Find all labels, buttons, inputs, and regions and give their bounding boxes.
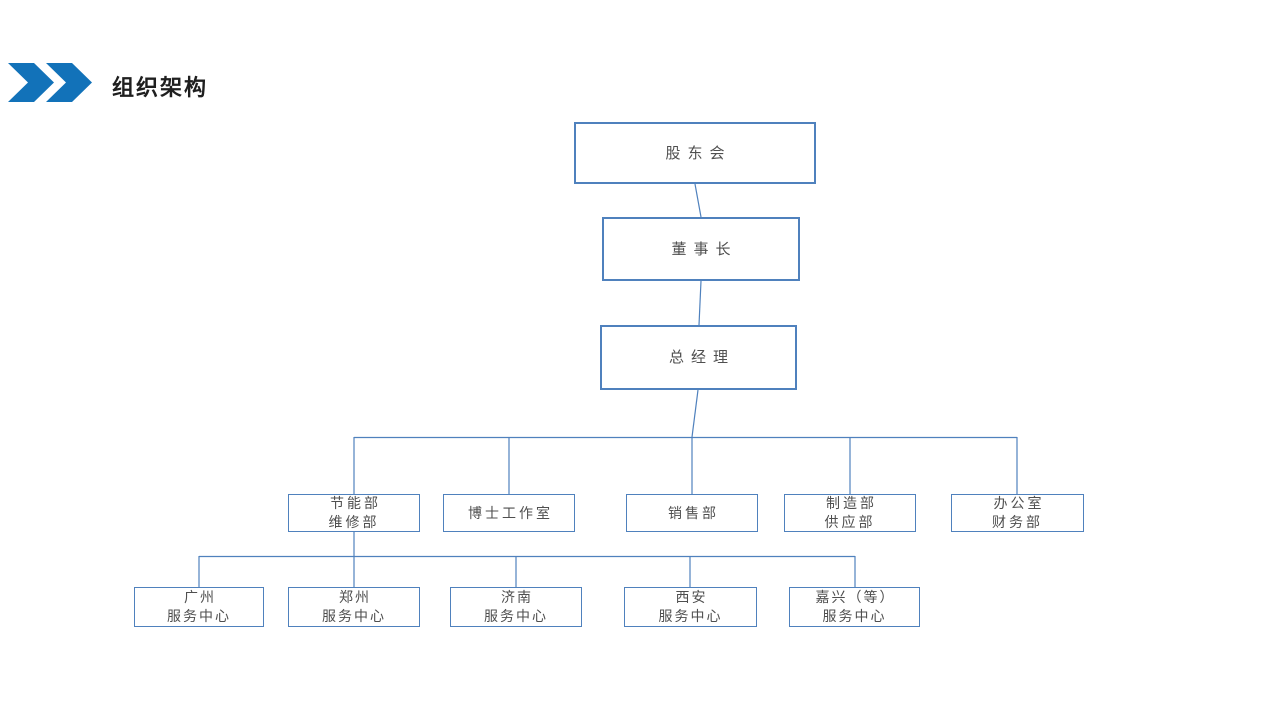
org-node-jiaxing-center: 嘉兴（等） 服务中心 (789, 587, 920, 627)
org-node-jinan-center: 济南 服务中心 (450, 587, 582, 627)
org-node-guangzhou-center: 广州 服务中心 (134, 587, 264, 627)
org-node-manufacturing-supply: 制造部 供应部 (784, 494, 916, 532)
org-node-energy-maintenance: 节能部 维修部 (288, 494, 420, 532)
org-node-shareholders: 股东会 (574, 122, 816, 184)
org-node-xian-center: 西安 服务中心 (624, 587, 757, 627)
page-title: 组织架构 (112, 75, 209, 100)
org-node-general-manager: 总经理 (600, 325, 797, 390)
org-node-sales: 销售部 (626, 494, 758, 532)
org-node-zhengzhou-center: 郑州 服务中心 (288, 587, 420, 627)
org-node-office-finance: 办公室 财务部 (951, 494, 1084, 532)
double-chevron-icon (8, 63, 92, 102)
org-node-chairman: 董事长 (602, 217, 800, 281)
org-node-doctor-studio: 博士工作室 (443, 494, 575, 532)
